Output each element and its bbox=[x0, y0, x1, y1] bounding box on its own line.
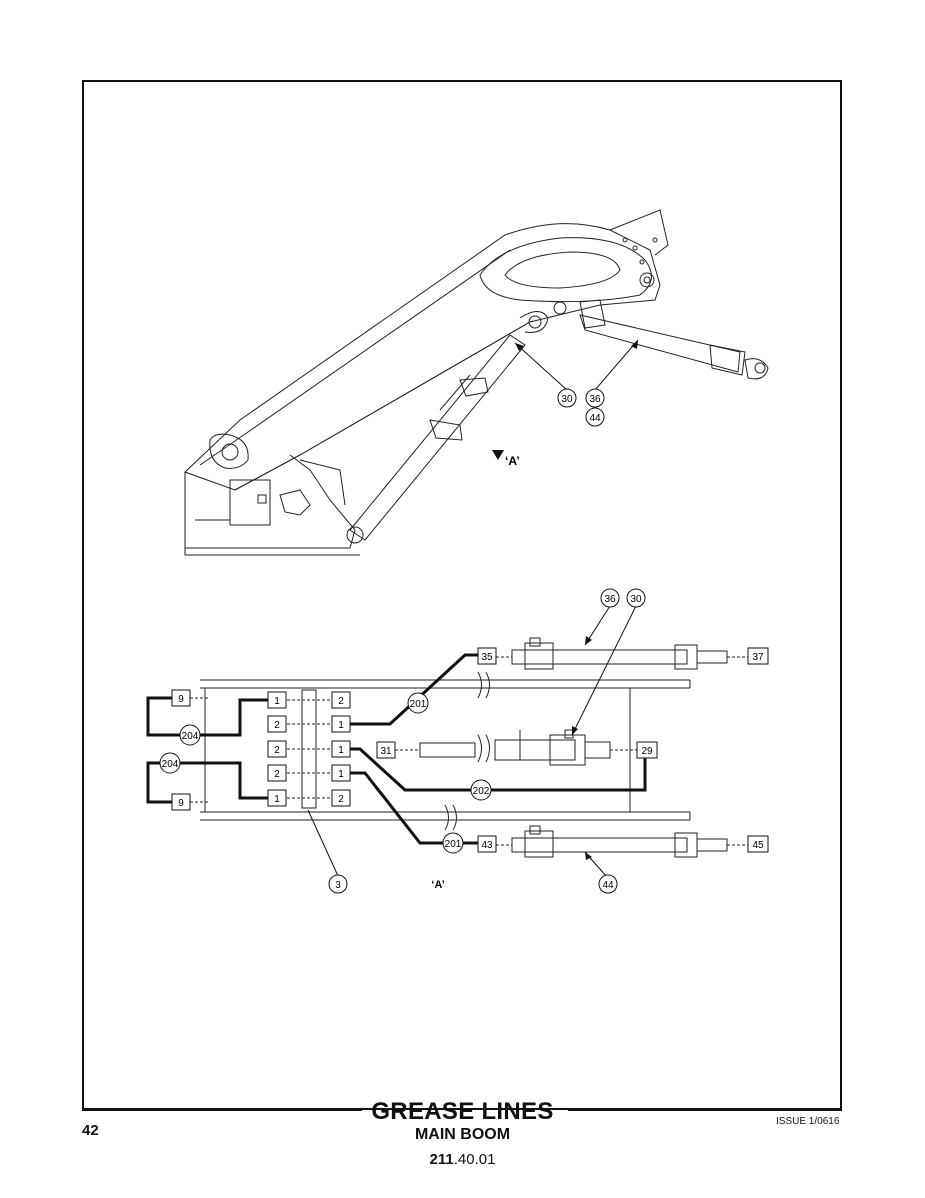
svg-text:44: 44 bbox=[589, 413, 601, 424]
svg-text:‘A’: ‘A’ bbox=[505, 454, 520, 468]
part-box-9-bottom: 9 bbox=[171, 793, 191, 811]
boom-plan-outline bbox=[200, 671, 691, 831]
svg-text:36: 36 bbox=[589, 394, 601, 405]
plan-arrowheads bbox=[572, 636, 592, 860]
grease-block-left-ports: 1 2 2 2 1 bbox=[267, 691, 287, 807]
svg-text:2: 2 bbox=[338, 794, 344, 805]
svg-text:30: 30 bbox=[630, 594, 642, 605]
callout-44-plan: 44 bbox=[598, 874, 618, 894]
svg-text:1: 1 bbox=[338, 769, 344, 780]
svg-text:204: 204 bbox=[182, 731, 199, 742]
grease-block-right-ports: 2 1 1 1 2 bbox=[331, 691, 351, 807]
svg-text:36: 36 bbox=[604, 594, 616, 605]
svg-text:201: 201 bbox=[445, 839, 462, 850]
svg-text:44: 44 bbox=[602, 880, 614, 891]
page-number: 42 bbox=[82, 1122, 99, 1139]
boom-perspective-drawing bbox=[184, 209, 769, 556]
section-code-bold: 211 bbox=[429, 1151, 454, 1168]
middle-cylinder-plan bbox=[395, 729, 637, 766]
part-box-45: 45 bbox=[747, 835, 769, 853]
callout-36-plan: 36 bbox=[600, 588, 620, 608]
top-callout-leaders bbox=[514, 339, 639, 391]
callout-36-top: 36 bbox=[585, 388, 605, 408]
section-code: 211.40.01 bbox=[0, 1151, 925, 1168]
svg-text:2: 2 bbox=[274, 720, 280, 731]
upper-cylinder-plan bbox=[511, 637, 748, 670]
svg-text:9: 9 bbox=[178, 694, 184, 705]
grease-block bbox=[190, 656, 512, 846]
part-box-43: 43 bbox=[477, 835, 497, 853]
part-box-35: 35 bbox=[477, 647, 497, 665]
svg-text:2: 2 bbox=[274, 769, 280, 780]
part-box-31: 31 bbox=[376, 741, 396, 759]
callout-30-top: 30 bbox=[557, 388, 577, 408]
callout-204-upper: 204 bbox=[179, 724, 201, 746]
view-marker-a: ‘A’ bbox=[492, 450, 520, 468]
lower-cylinder-plan bbox=[511, 825, 748, 858]
svg-text:45: 45 bbox=[752, 840, 764, 851]
callout-204-lower: 204 bbox=[159, 752, 181, 774]
svg-text:9: 9 bbox=[178, 798, 184, 809]
callout-3: 3 bbox=[328, 874, 348, 894]
svg-text:202: 202 bbox=[473, 786, 490, 797]
svg-text:31: 31 bbox=[380, 746, 392, 757]
svg-text:1: 1 bbox=[274, 794, 280, 805]
part-box-9-top: 9 bbox=[171, 689, 191, 707]
svg-text:201: 201 bbox=[410, 699, 427, 710]
page-border bbox=[82, 80, 842, 1110]
svg-text:3: 3 bbox=[335, 880, 341, 891]
callout-30-plan: 30 bbox=[626, 588, 646, 608]
svg-text:204: 204 bbox=[162, 759, 179, 770]
top-arrowheads bbox=[515, 340, 638, 351]
svg-text:37: 37 bbox=[752, 652, 764, 663]
section-code-rest: .40.01 bbox=[453, 1151, 496, 1168]
issue-label: ISSUE 1/0616 bbox=[776, 1116, 840, 1127]
callout-201-lower: 201 bbox=[442, 832, 464, 854]
svg-text:43: 43 bbox=[481, 840, 493, 851]
svg-text:1: 1 bbox=[338, 720, 344, 731]
plan-leaders bbox=[307, 605, 637, 877]
svg-text:2: 2 bbox=[338, 696, 344, 707]
part-box-29: 29 bbox=[636, 741, 658, 759]
svg-text:2: 2 bbox=[274, 745, 280, 756]
svg-text:29: 29 bbox=[641, 746, 653, 757]
callout-201-upper: 201 bbox=[407, 692, 429, 714]
callout-30-top-text: 30 bbox=[561, 394, 573, 405]
part-box-37: 37 bbox=[747, 647, 769, 665]
callout-202: 202 bbox=[470, 779, 492, 801]
page-title: GREASE LINES bbox=[371, 1098, 554, 1125]
svg-text:35: 35 bbox=[481, 652, 493, 663]
grease-lines-heavy bbox=[146, 653, 647, 845]
page-subtitle: MAIN BOOM bbox=[414, 1126, 511, 1143]
svg-text:1: 1 bbox=[338, 745, 344, 756]
callout-44-top: 44 bbox=[585, 407, 605, 427]
svg-text:1: 1 bbox=[274, 696, 280, 707]
view-label-a: ‘A’ bbox=[431, 879, 444, 891]
